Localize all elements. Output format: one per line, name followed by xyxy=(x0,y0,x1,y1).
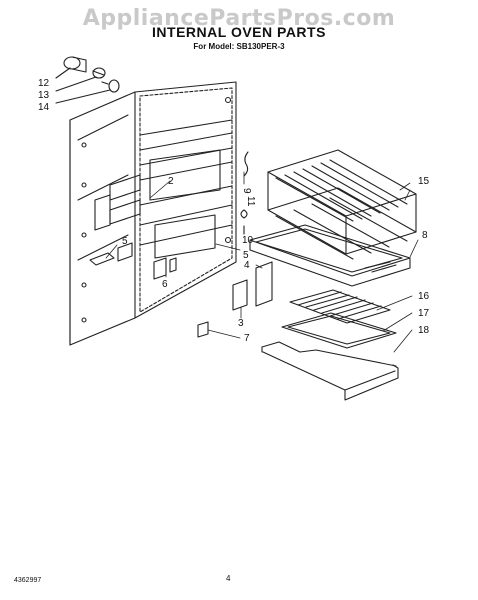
model-subtitle: For Model: SB130PER-3 xyxy=(193,42,285,51)
callout-17: 17 xyxy=(418,308,430,319)
callout-2: 2 xyxy=(168,176,174,187)
callout-18: 18 xyxy=(418,325,430,336)
callout-9: 9 xyxy=(241,188,252,194)
leader-lines xyxy=(105,171,419,353)
watermark: AppliancePartsPros.com xyxy=(82,6,396,31)
broiler-pan xyxy=(249,224,411,287)
callout-12: 12 xyxy=(38,78,50,89)
callout-3: 3 xyxy=(238,318,244,329)
callout-4: 4 xyxy=(244,260,250,271)
callout-5-right: 5 xyxy=(243,250,249,261)
callout-labels: 12 13 14 2 11 9 10 15 8 5 5 4 6 3 7 16 1… xyxy=(38,78,430,344)
callout-14: 14 xyxy=(38,102,50,113)
callout-6: 6 xyxy=(162,279,168,290)
lamp-assembly xyxy=(55,56,120,104)
small-parts xyxy=(89,252,273,338)
oven-cavity xyxy=(69,81,237,346)
bottom-wire-rack xyxy=(261,341,399,401)
document-number: 4362997 xyxy=(14,577,42,584)
broiler-grid xyxy=(289,289,391,324)
callout-15: 15 xyxy=(418,176,430,187)
page-title: INTERNAL OVEN PARTS xyxy=(152,24,326,40)
page-number: 4 xyxy=(226,574,231,583)
callout-16: 16 xyxy=(418,291,430,302)
callout-7: 7 xyxy=(244,333,250,344)
callout-5-left: 5 xyxy=(122,236,128,247)
broiler-insert xyxy=(281,312,397,349)
callout-8: 8 xyxy=(422,230,428,241)
callout-13: 13 xyxy=(38,90,50,101)
oven-rack xyxy=(267,149,417,260)
callout-10: 10 xyxy=(242,235,254,246)
callout-11: 11 xyxy=(245,196,256,207)
